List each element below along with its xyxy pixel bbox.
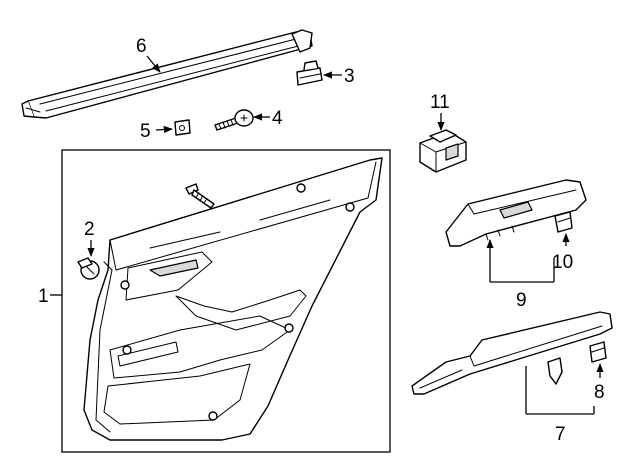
window-switch-icon [419,129,467,173]
callout-8-label: 8 [594,382,605,403]
callout-9-label: 9 [516,290,527,311]
retainer-clip-icon [174,119,191,136]
clip-icon [554,211,573,233]
callout-6-label: 6 [136,36,147,57]
bolt-icon [185,183,215,209]
door-trim-frame [61,149,391,453]
callout-11-label: 11 [430,92,450,113]
callout-4: 4 [253,108,283,129]
callout-6: 6 [136,36,161,73]
armrest-trim-icon [411,311,613,395]
belt-weatherstrip-icon [21,29,313,119]
callout-5: 5 [140,121,173,142]
callout-7-label: 7 [555,424,566,445]
callout-5-label: 5 [140,121,151,142]
callout-1: 1 [38,286,62,307]
callout-8: 8 [594,363,605,403]
callout-9: 9 [486,239,555,311]
callout-2-label: 2 [84,219,95,240]
callout-11: 11 [430,92,450,131]
switch-bezel-icon [445,179,587,247]
callout-10-label: 10 [552,252,573,273]
callout-7: 7 [525,366,595,445]
callout-2: 2 [84,219,95,257]
push-clip-icon [77,257,100,280]
callout-1-label: 1 [38,286,49,307]
callout-3-label: 3 [344,66,355,87]
callout-4-label: 4 [272,108,283,129]
clip-icon [589,341,607,363]
clip-icon [296,60,323,86]
callout-10: 10 [552,233,573,273]
screw-icon [214,109,254,131]
callout-3: 3 [323,66,355,87]
door-trim-panel-icon [83,157,383,441]
